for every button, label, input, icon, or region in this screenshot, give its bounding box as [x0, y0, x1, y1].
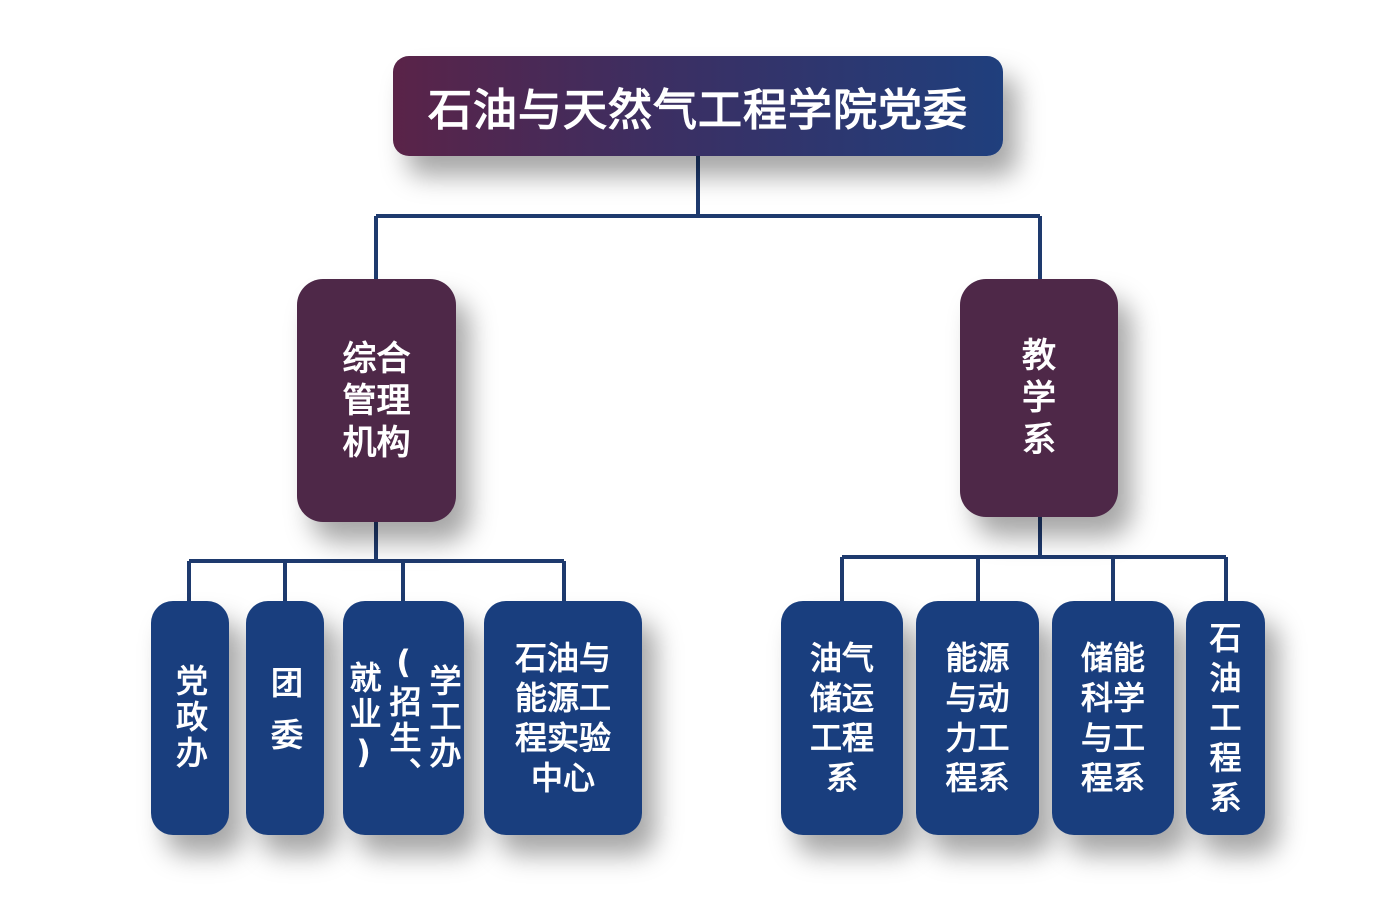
root-node: 石油与天然气工程学院党委 [393, 56, 1003, 156]
leaf-node-label: 油气储运工程系 [810, 639, 875, 797]
leaf-node-label: 学工办(招生、就业) [344, 643, 463, 793]
leaf-node-petroleum-engineering: 石油工程系 [1186, 601, 1265, 835]
leaf-node-label: 党政办 [171, 664, 209, 772]
branch-node-management: 综合管理机构 [297, 279, 456, 522]
connector-root-to-branches [374, 156, 1042, 279]
leaf-node-student-affairs: 学工办(招生、就业) [343, 601, 464, 835]
leaf-node-label: 石油与能源工程实验中心 [515, 639, 612, 797]
branch-node-teaching-label: 教学系 [1022, 336, 1056, 460]
leaf-node-youth-league: 团委 [246, 601, 324, 835]
leaf-node-energy-storage: 储能科学与工程系 [1052, 601, 1174, 835]
branch-node-teaching: 教学系 [960, 279, 1118, 517]
branch-node-management-label: 综合管理机构 [342, 338, 411, 463]
connector-right-branch-children [840, 517, 1228, 601]
leaf-node-storage-transport: 油气储运工程系 [781, 601, 903, 835]
leaf-node-energy-power: 能源与动力工程系 [916, 601, 1039, 835]
leaf-node-party-office: 党政办 [151, 601, 229, 835]
connector-left-branch-children [187, 522, 566, 601]
leaf-node-label: 能源与动力工程系 [945, 639, 1010, 797]
leaf-node-label: 团委 [266, 666, 304, 770]
leaf-node-label: 石油工程系 [1209, 619, 1242, 817]
leaf-node-label: 储能科学与工程系 [1081, 639, 1146, 797]
root-node-label: 石油与天然气工程学院党委 [428, 85, 968, 136]
leaf-node-lab-center: 石油与能源工程实验中心 [484, 601, 642, 835]
